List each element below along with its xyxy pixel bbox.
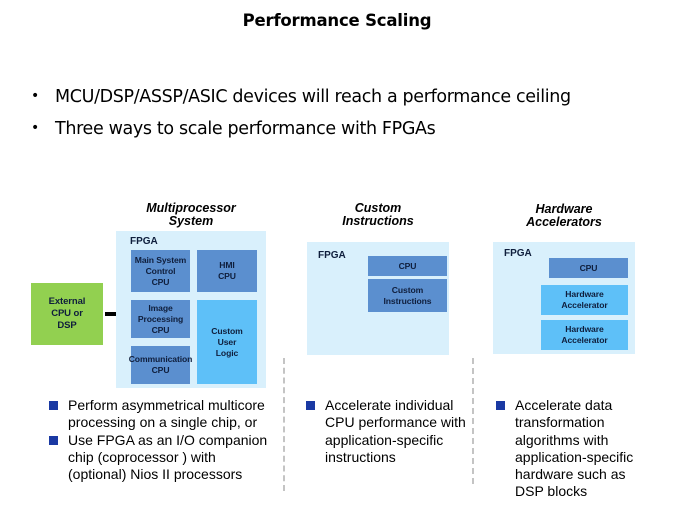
- top-bullet: • Three ways to scale performance with FP…: [31, 119, 436, 139]
- bullet-item: Accelerate individual CPU performance wi…: [303, 397, 478, 466]
- slide-title: Performance Scaling: [242, 11, 432, 30]
- block-label-line: Main System: [134, 254, 187, 265]
- block-label-line: Communication: [128, 354, 193, 364]
- connector-line: [105, 312, 119, 316]
- block-label-line: Custom: [391, 284, 424, 295]
- column-title-line: Instructions: [342, 214, 414, 228]
- external-cpu-block: External CPU or DSP: [31, 283, 103, 345]
- block-label-line: External: [48, 296, 86, 307]
- bullet-text-line: DSP blocks: [515, 483, 588, 500]
- hardware-accelerators-bullet-list: Accelerate data transformation algorithm…: [493, 397, 668, 501]
- hardware-accelerator-block: Hardware Accelerator: [541, 320, 628, 350]
- column-divider: [472, 358, 474, 484]
- block-label-line: Accelerator: [561, 335, 608, 345]
- hardware-accelerator-block: Hardware Accelerator: [541, 285, 628, 315]
- fpga-label: FPGA: [130, 236, 158, 247]
- bullet-text-line: Perform asymmetrical multicore: [68, 397, 265, 413]
- bullet-square-icon: [49, 401, 58, 410]
- column-title-line: Accelerators: [526, 215, 602, 229]
- column-title-line: System: [168, 214, 214, 228]
- bullet-dot-icon: •: [31, 88, 39, 104]
- fpga-label: FPGA: [504, 248, 532, 259]
- bullet-item: Perform asymmetrical multicore processin…: [46, 397, 286, 432]
- custom-user-logic-block: Custom User Logic: [197, 300, 257, 384]
- bullet-text-line: algorithms with: [515, 431, 609, 448]
- block-label-line: CPU: [151, 365, 170, 375]
- cpu-block: CPU: [368, 256, 447, 276]
- bullet-square-icon: [49, 435, 58, 445]
- bullet-item: Use FPGA as an I/O companion chip (copro…: [46, 432, 286, 484]
- column-divider: [283, 358, 285, 491]
- cpu-block: CPU: [549, 258, 628, 278]
- bullet-square-icon: [306, 401, 315, 410]
- top-bullet-text: MCU/DSP/ASSP/ASIC devices will reach a p…: [55, 87, 571, 107]
- bullet-text-line: hardware such as: [515, 466, 626, 483]
- image-processing-cpu-block: Image Processing CPU: [131, 300, 190, 338]
- column-title-line: Multiprocessor: [146, 201, 236, 215]
- top-bullet-text: Three ways to scale performance with FPG…: [55, 119, 436, 139]
- custom-instructions-block: Custom Instructions: [368, 279, 447, 312]
- block-label-line: Control: [145, 265, 176, 276]
- hmi-cpu-block: HMI CPU: [197, 250, 257, 292]
- column-title-line: Custom: [354, 201, 402, 215]
- multiprocessor-bullet-list: Perform asymmetrical multicore processin…: [46, 397, 286, 483]
- block-label-line: Custom: [211, 325, 243, 336]
- bullet-square-icon: [496, 401, 505, 410]
- top-bullet: • MCU/DSP/ASSP/ASIC devices will reach a …: [31, 87, 571, 107]
- block-label-line: Logic: [215, 347, 239, 358]
- block-label-line: HMI: [219, 260, 235, 270]
- block-label-line: CPU or: [51, 308, 83, 319]
- bullet-text-line: CPU performance with: [325, 414, 466, 431]
- fpga-label: FPGA: [318, 250, 346, 261]
- bullet-text-line: transformation: [515, 414, 605, 431]
- block-label-line: DSP: [57, 320, 77, 331]
- bullet-text-line: instructions: [325, 448, 396, 465]
- bullet-text-line: (optional) Nios II processors: [68, 466, 243, 483]
- bullet-dot-icon: •: [31, 120, 39, 136]
- bullet-text-line: application-specific: [515, 448, 634, 465]
- multiprocessor-system-title: Multiprocessor System: [116, 202, 266, 228]
- bullet-text-line: Accelerate data: [515, 397, 613, 413]
- block-label-line: Hardware: [565, 324, 604, 334]
- block-label-line: Accelerator: [561, 300, 608, 310]
- block-label-line: Instructions: [383, 295, 432, 306]
- main-system-control-cpu-block: Main System Control CPU: [131, 250, 190, 292]
- block-label-line: CPU: [579, 262, 598, 273]
- custom-instructions-title: Custom Instructions: [307, 202, 449, 228]
- block-label-line: Image: [148, 302, 173, 313]
- block-label-line: CPU: [398, 260, 417, 271]
- bullet-text-line: Accelerate individual: [325, 397, 454, 413]
- column-title-line: Hardware: [535, 202, 593, 216]
- hardware-accelerators-title: Hardware Accelerators: [493, 203, 635, 229]
- block-label-line: Processing: [137, 313, 184, 324]
- bullet-text-line: chip (coprocessor ) with: [68, 448, 216, 465]
- block-label-line: CPU: [218, 271, 236, 281]
- block-label-line: Hardware: [565, 289, 604, 299]
- bullet-text-line: processing on a single chip, or: [68, 414, 258, 431]
- bullet-text-line: application-specific: [325, 431, 444, 448]
- communication-cpu-block: Communication CPU: [128, 346, 193, 384]
- block-label-line: User: [217, 336, 237, 347]
- custom-instructions-bullet-list: Accelerate individual CPU performance wi…: [303, 397, 478, 466]
- bullet-item: Accelerate data transformation algorithm…: [493, 397, 668, 501]
- block-label-line: CPU: [151, 276, 170, 287]
- block-label-line: CPU: [151, 324, 170, 335]
- bullet-text-line: Use FPGA as an I/O companion: [68, 431, 268, 448]
